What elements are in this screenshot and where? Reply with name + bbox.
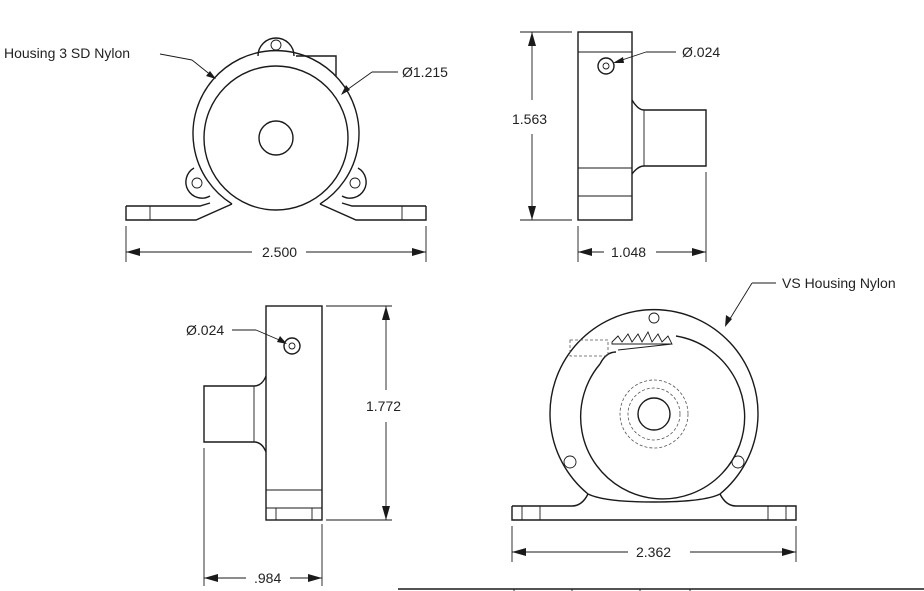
dim-depth-1048: 1.048 bbox=[611, 244, 646, 260]
dim-height-1563: 1.563 bbox=[512, 111, 547, 127]
label-vs-housing: VS Housing Nylon bbox=[782, 275, 896, 291]
view-housing-3sd-front: Housing 3 SD Nylon Ø1.215 2.500 bbox=[4, 37, 448, 262]
view-vs-housing-side: Ø.024 1.772 .984 bbox=[186, 305, 401, 586]
view-vs-housing-front: VS Housing Nylon 2.362 bbox=[511, 275, 896, 562]
dim-width-2500: 2.500 bbox=[262, 244, 297, 260]
dim-width-2362: 2.362 bbox=[636, 544, 671, 560]
label-dia-024-top: Ø.024 bbox=[682, 44, 720, 60]
dim-height-1772: 1.772 bbox=[366, 398, 401, 414]
view-housing-3sd-side: Ø.024 1.563 1.048 bbox=[512, 31, 720, 262]
label-dia-024-left: Ø.024 bbox=[186, 322, 224, 338]
dim-depth-0984: .984 bbox=[254, 570, 281, 586]
label-dia-1215: Ø1.215 bbox=[402, 64, 448, 80]
label-housing-3sd: Housing 3 SD Nylon bbox=[4, 45, 130, 61]
